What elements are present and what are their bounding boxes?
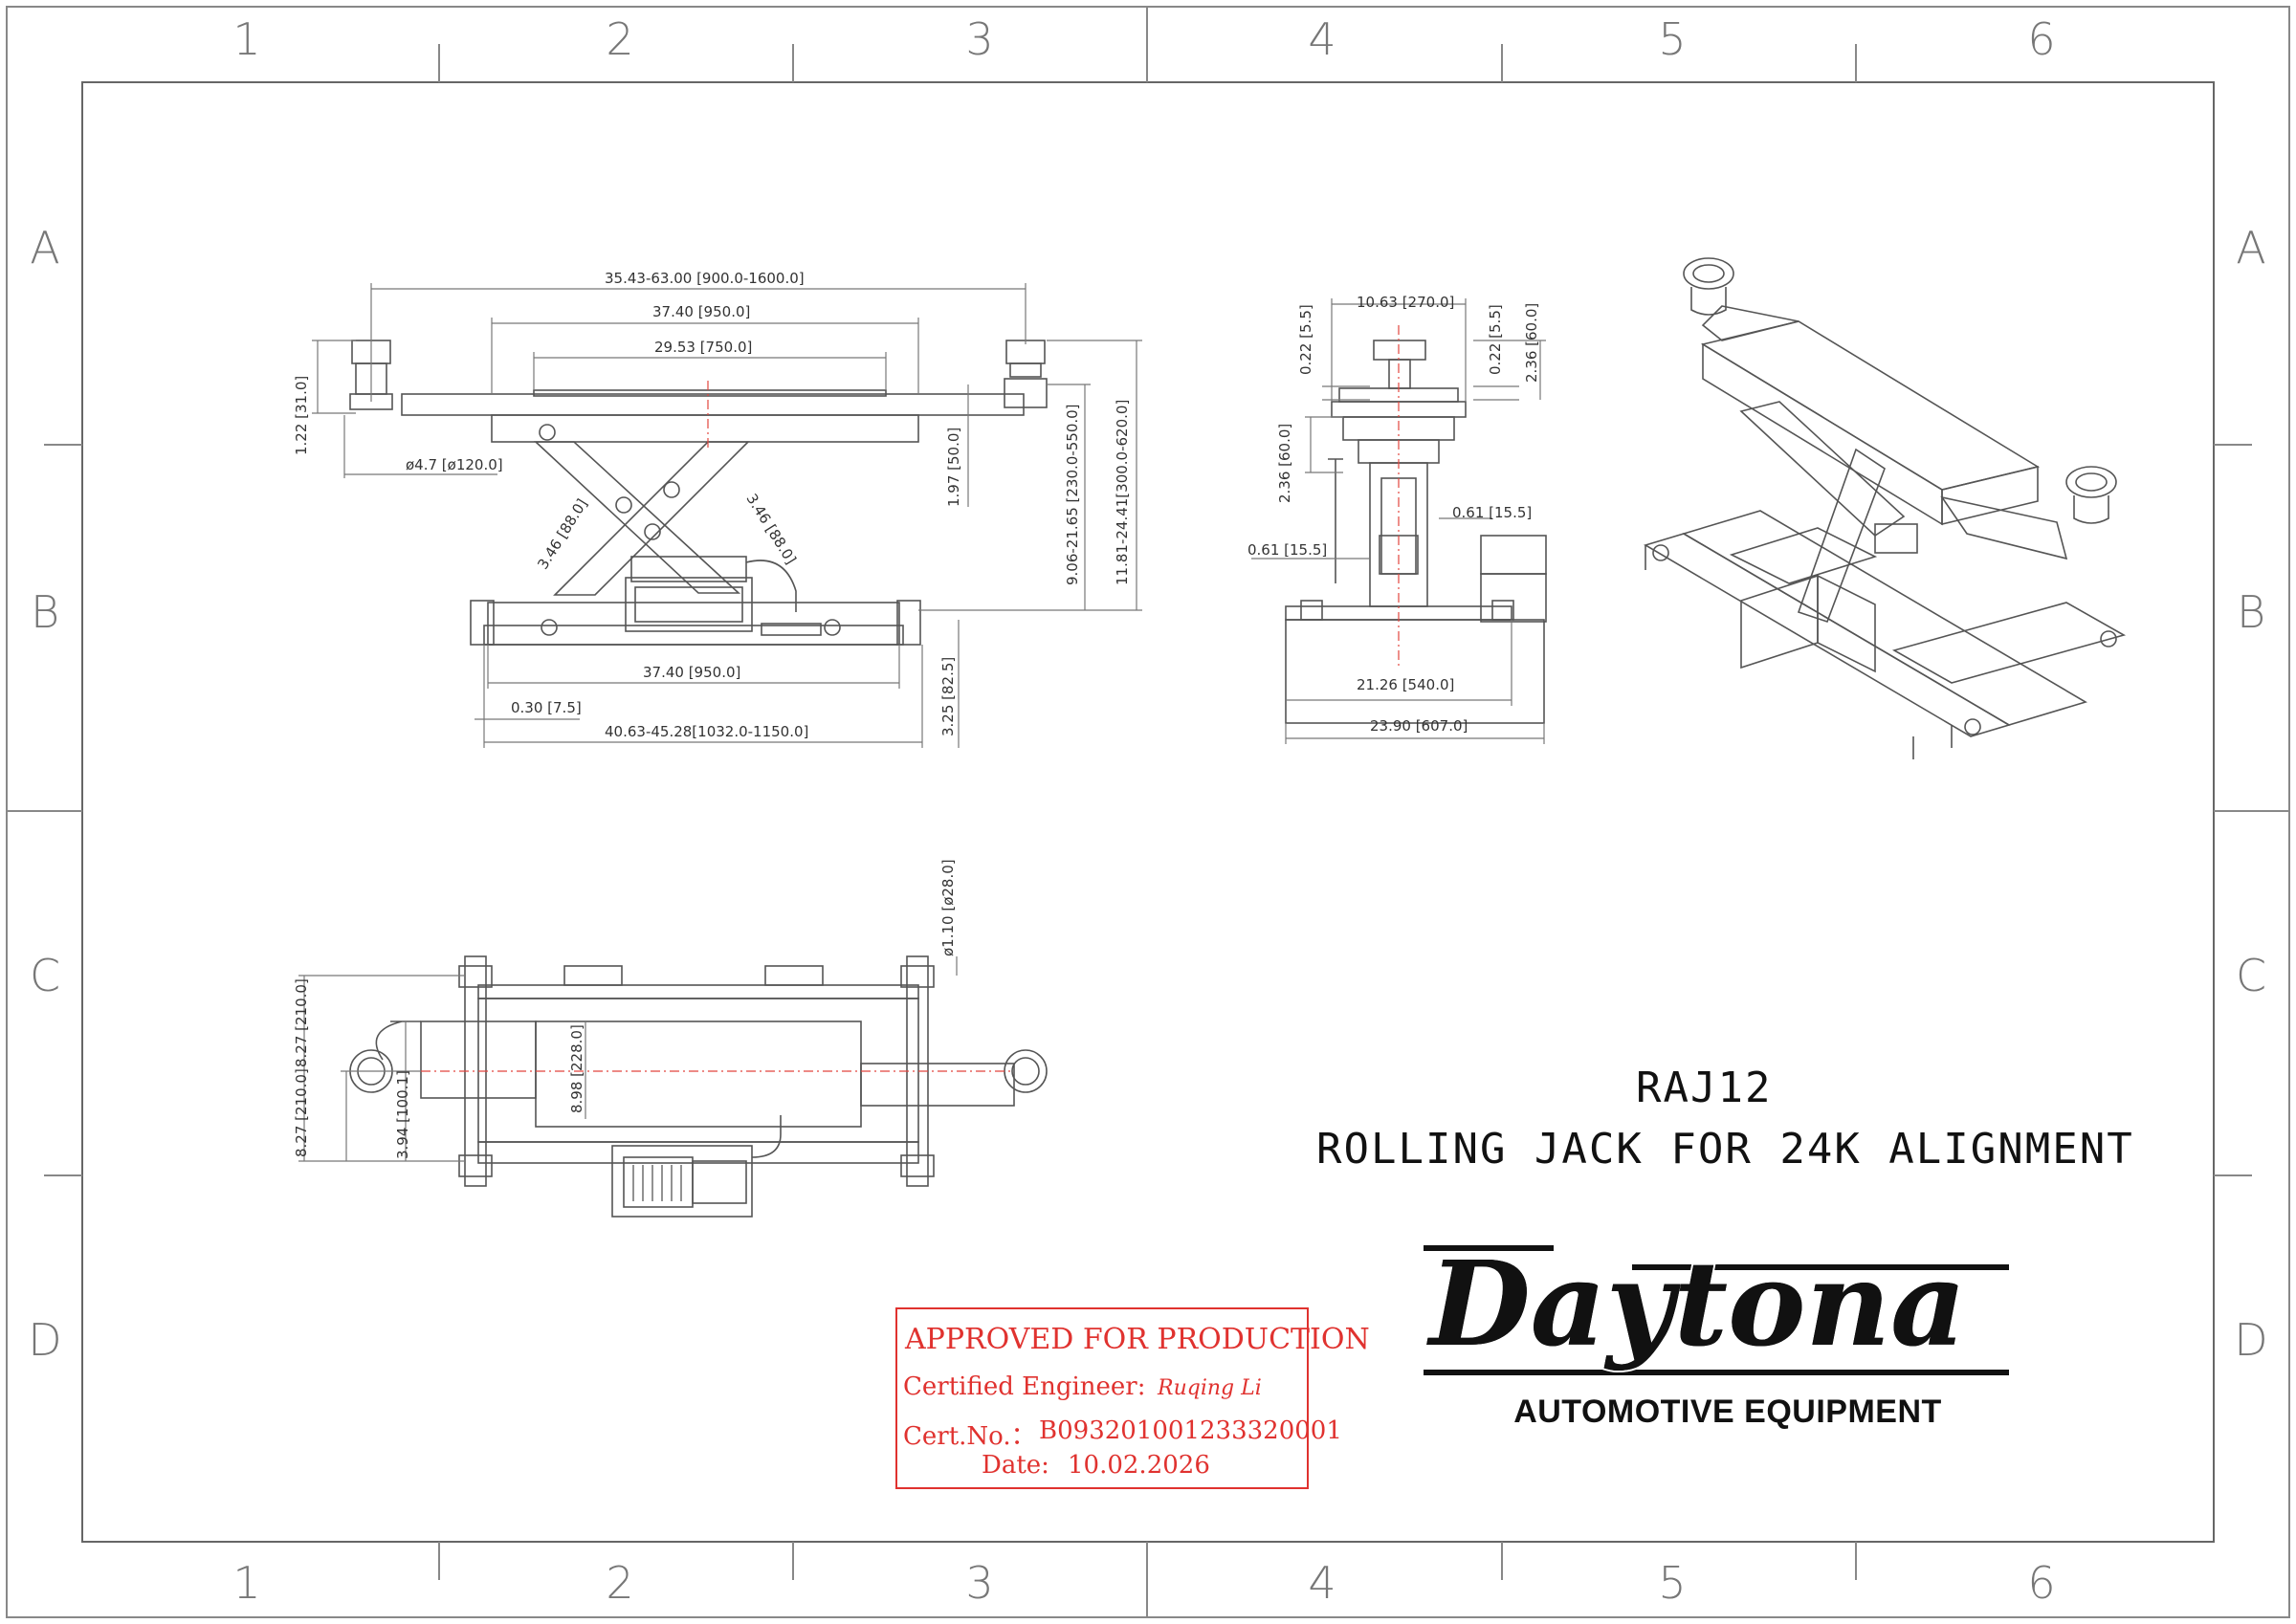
- product-description: ROLLING JACK FOR 24K ALIGNMENT: [1316, 1125, 2134, 1174]
- stamp-date-label: Date:: [982, 1451, 1049, 1480]
- zone-col-5: 5: [1658, 13, 1687, 65]
- dim-front-base-width: 37.40 [950.0]: [643, 664, 741, 681]
- zone-col-4: 4: [1308, 13, 1336, 65]
- stamp-cert-number: B093201001233320001: [1039, 1416, 1342, 1445]
- dim-side-offset-left: 0.61 [15.5]: [1247, 541, 1328, 559]
- zone-col-6: 6: [2027, 13, 2056, 65]
- dim-front-overall-arm: 35.43-63.00 [900.0-1600.0]: [605, 270, 805, 287]
- zone-col-4-bottom: 4: [1308, 1557, 1336, 1609]
- dim-front-pad-dia: ø4.7 [ø120.0]: [406, 456, 503, 473]
- zone-row-c-right: C: [2235, 950, 2267, 1001]
- stamp-engineer-signature: Ruqing Li: [1158, 1376, 1262, 1400]
- zone-col-1-bottom: 1: [232, 1557, 261, 1609]
- zone-col-2-bottom: 2: [606, 1557, 634, 1609]
- zone-col-6-bottom: 6: [2027, 1557, 2056, 1609]
- stamp-engineer-label: Certified Engineer:: [903, 1372, 1146, 1401]
- dim-front-rail-offset: 0.30 [7.5]: [511, 699, 582, 716]
- dim-side-width-inner: 21.26 [540.0]: [1357, 676, 1455, 693]
- dim-front-overall-base: 40.63-45.28[1032.0-1150.0]: [605, 723, 809, 740]
- zone-col-2: 2: [606, 13, 634, 65]
- dim-side-top-width: 10.63 [270.0]: [1357, 294, 1455, 311]
- zone-row-a-right: A: [2236, 222, 2266, 274]
- stamp-date-value: 10.02.2026: [1068, 1451, 1210, 1480]
- brand-tagline: AUTOMOTIVE EQUIPMENT: [1513, 1394, 1942, 1430]
- stamp-heading: APPROVED FOR PRODUCTION: [905, 1323, 1370, 1356]
- dim-front-inner: 29.53 [750.0]: [654, 339, 753, 356]
- approval-stamp: APPROVED FOR PRODUCTION Certified Engine…: [895, 1307, 1370, 1489]
- stamp-cert-label: Cert.No.：: [903, 1422, 1036, 1451]
- dim-side-width-outer: 23.90 [607.0]: [1370, 717, 1468, 735]
- zone-row-d-right: D: [2234, 1314, 2268, 1366]
- zone-col-1: 1: [232, 13, 261, 65]
- zone-row-d: D: [28, 1314, 62, 1366]
- zone-col-5-bottom: 5: [1658, 1557, 1687, 1609]
- model-number: RAJ12: [1636, 1064, 1773, 1112]
- zone-row-b-right: B: [2236, 586, 2266, 638]
- zone-col-3-bottom: 3: [965, 1557, 994, 1609]
- zone-col-3: 3: [965, 13, 994, 65]
- dim-front-beam: 37.40 [950.0]: [652, 303, 751, 320]
- svg-text:Daytona: Daytona: [1426, 1235, 1966, 1372]
- zone-row-c: C: [29, 950, 61, 1001]
- zone-row-b: B: [30, 586, 60, 638]
- dim-side-offset-right: 0.61 [15.5]: [1452, 504, 1533, 521]
- svg-text:Daytona: Daytona: [1426, 1235, 1966, 1372]
- zone-row-a: A: [30, 222, 60, 274]
